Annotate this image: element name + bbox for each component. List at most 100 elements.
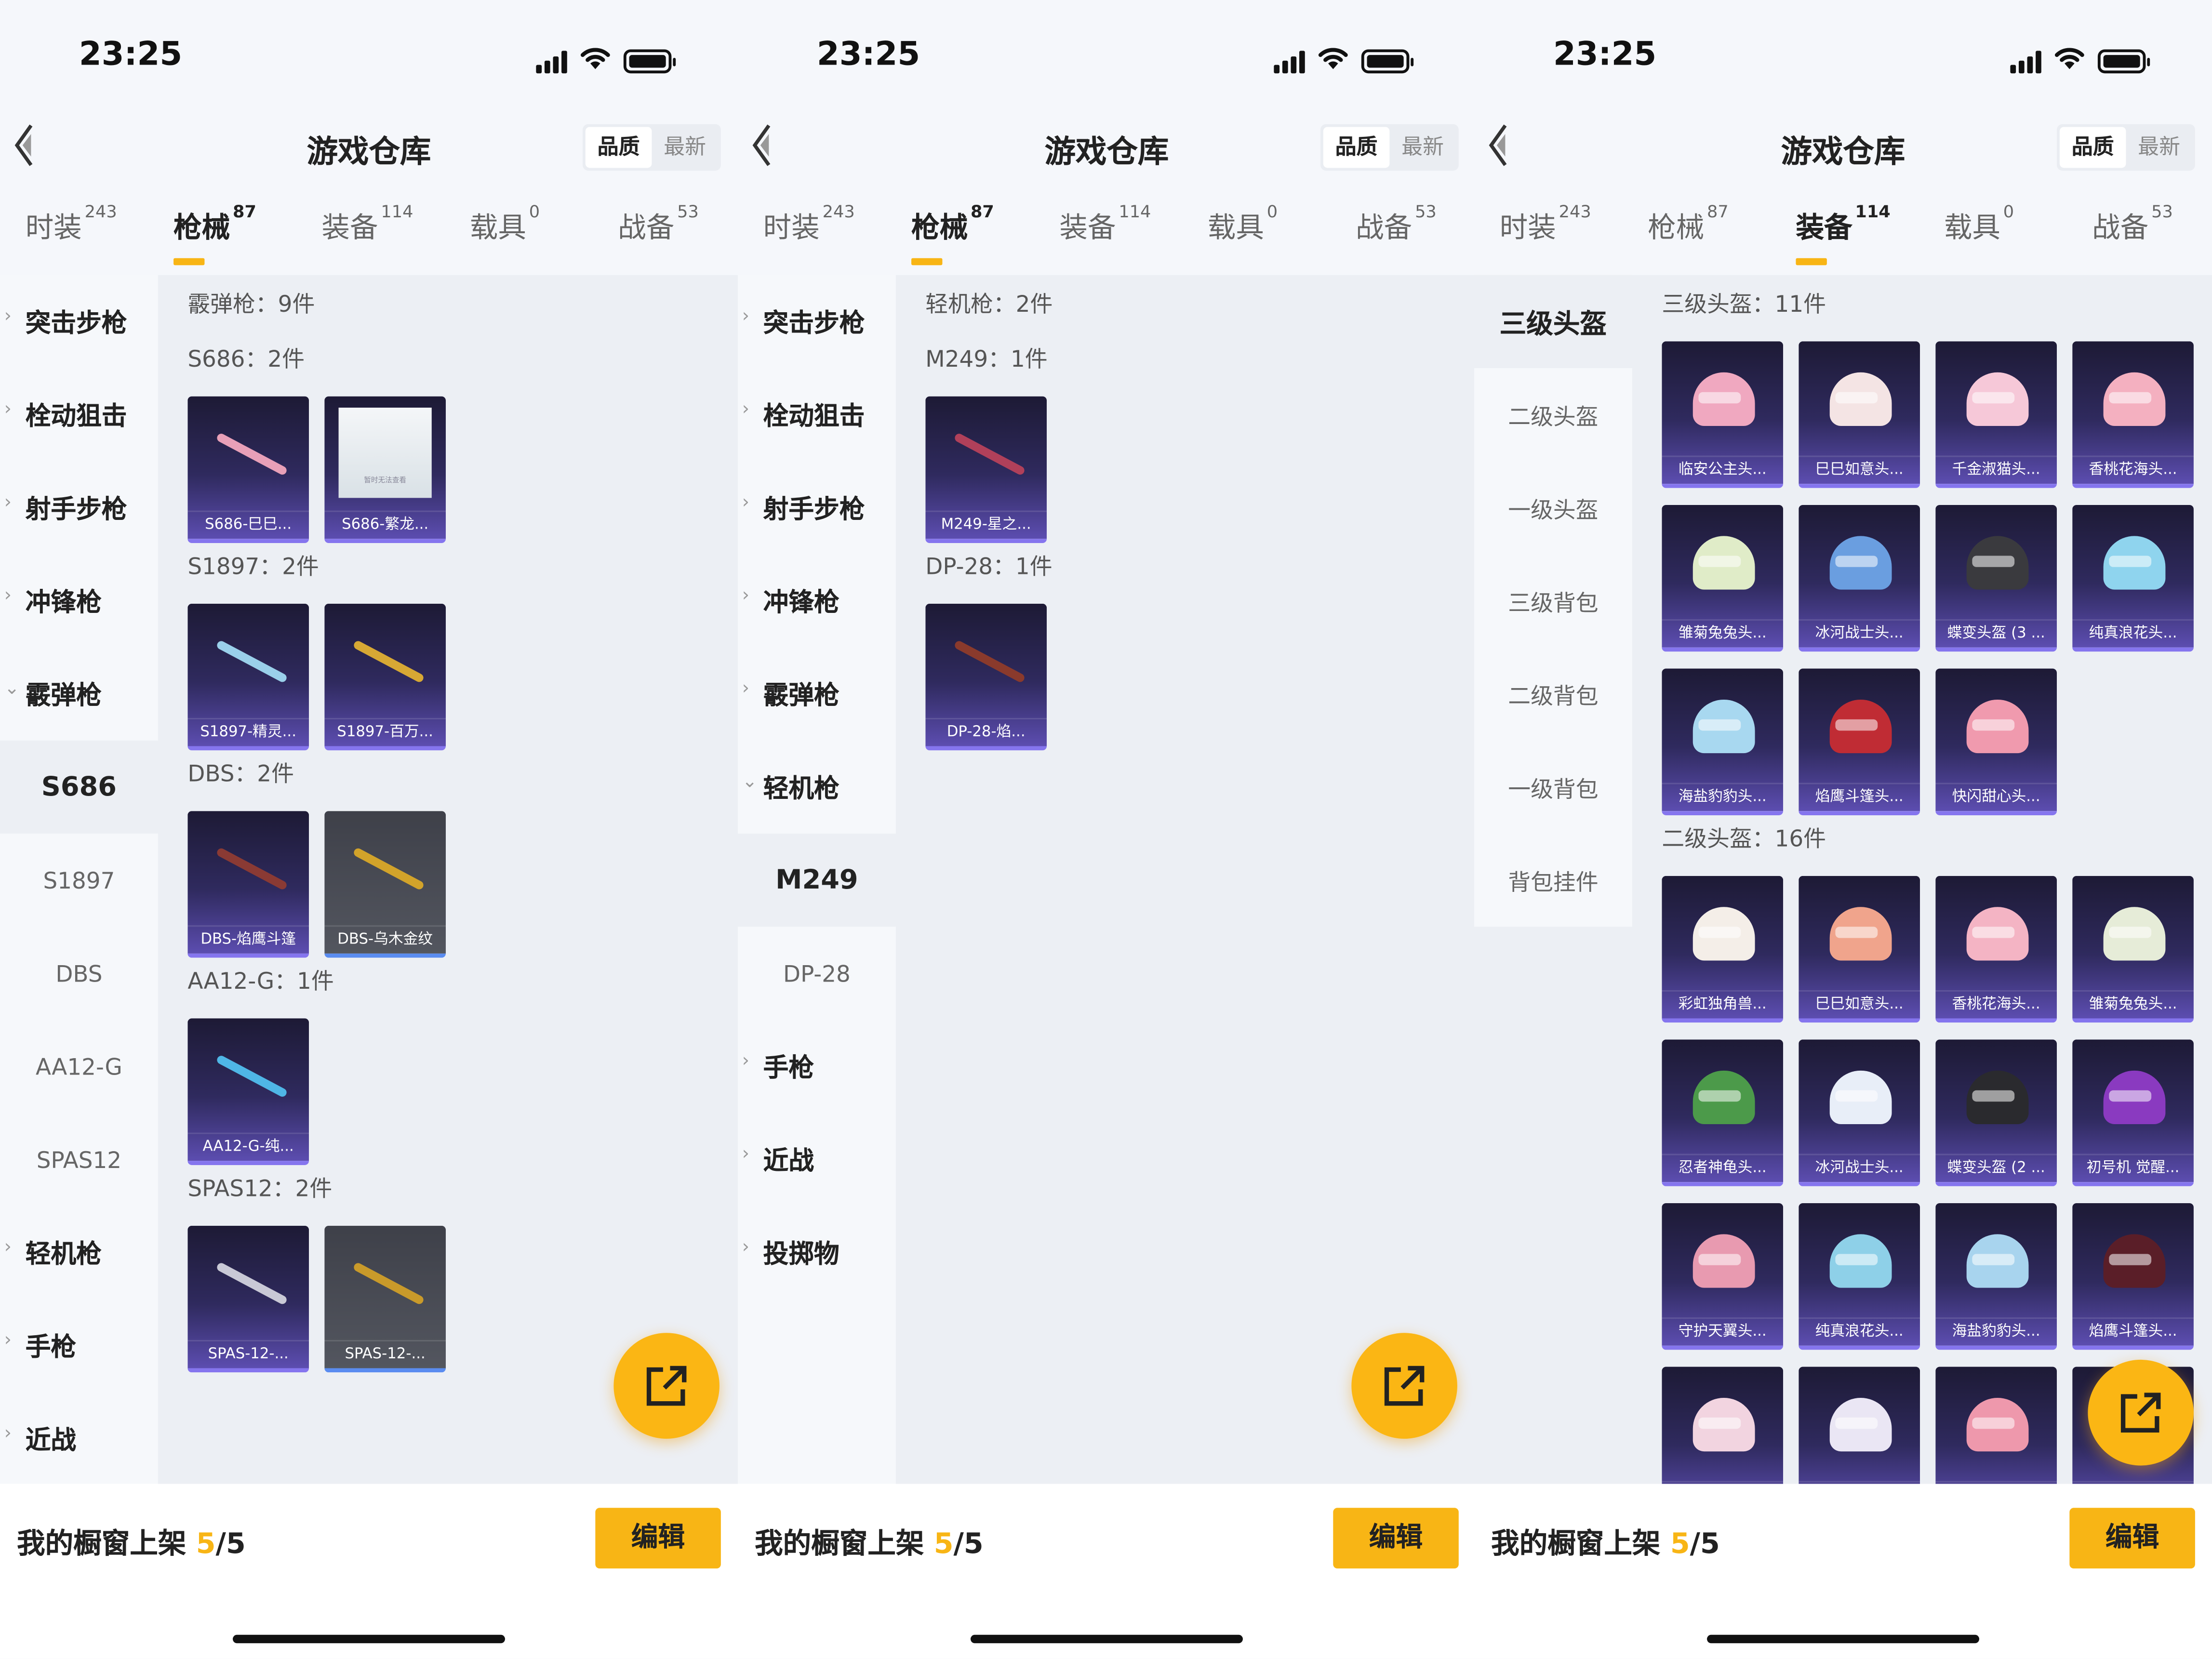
item-card[interactable]: 雏菊兔兔头... <box>2072 876 2194 1023</box>
share-button[interactable] <box>613 1333 720 1439</box>
item-card[interactable]: S686-巳巳... <box>187 396 309 544</box>
item-card[interactable]: 蝶变头盔 (3 ... <box>1935 504 2057 652</box>
item-card[interactable] <box>1799 1367 1920 1484</box>
item-card[interactable]: 千金淑猫头... <box>1935 341 2057 488</box>
sidebar-item[interactable]: M249 <box>737 834 896 927</box>
sidebar-item[interactable]: 三级头盔 <box>1474 275 1632 369</box>
item-card[interactable]: 焰鹰斗篷头... <box>1799 668 1920 815</box>
sidebar-item[interactable]: ›冲锋枪 <box>738 554 896 647</box>
item-card[interactable]: 雏菊兔兔头... <box>1662 504 1784 652</box>
share-button[interactable] <box>1351 1333 1457 1439</box>
item-card[interactable]: 守护天翼头... <box>1662 1203 1784 1350</box>
sidebar-item[interactable]: ›冲锋枪 <box>0 554 158 647</box>
sidebar-item[interactable]: ›轻机枪 <box>0 1206 158 1299</box>
sidebar-item[interactable]: 一级头盔 <box>1474 461 1632 555</box>
sidebar-item[interactable]: DP-28 <box>738 927 896 1020</box>
sidebar-item[interactable]: ›手枪 <box>738 1020 896 1113</box>
item-card[interactable]: 冰河战士头... <box>1799 504 1920 652</box>
edit-button[interactable]: 编辑 <box>1333 1508 1459 1569</box>
sidebar-item[interactable]: ›栓动狙击 <box>0 368 158 461</box>
item-card[interactable]: 海盐豹豹头... <box>1935 1203 2057 1350</box>
item-card[interactable]: 快闪甜心头... <box>1935 668 2057 815</box>
sort-toggle[interactable]: 品质最新 <box>582 124 721 171</box>
sidebar-item[interactable]: ›霰弹枪 <box>738 648 896 741</box>
sidebar-item[interactable]: S1897 <box>0 834 158 927</box>
sidebar-item[interactable]: 背包挂件 <box>1474 834 1632 927</box>
sort-option-quality[interactable]: 品质 <box>2059 127 2126 168</box>
sort-option-latest[interactable]: 最新 <box>1401 134 1444 159</box>
sort-option-quality[interactable]: 品质 <box>585 127 652 168</box>
share-button[interactable] <box>2088 1359 2194 1466</box>
edit-button[interactable]: 编辑 <box>595 1508 721 1569</box>
item-card[interactable]: 巳巳如意头... <box>1799 876 1920 1023</box>
item-card[interactable]: 焰鹰斗篷头... <box>2072 1203 2194 1350</box>
back-button[interactable] <box>11 121 53 172</box>
sidebar-item[interactable]: ›近战 <box>0 1392 158 1485</box>
item-card[interactable]: 纯真浪花头... <box>1799 1203 1920 1350</box>
sidebar-item[interactable]: ›射手步枪 <box>0 461 158 554</box>
sort-option-quality[interactable]: 品质 <box>1323 127 1390 168</box>
item-card[interactable]: 临安公主头... <box>1662 341 1784 488</box>
sidebar-item[interactable]: ›突击步枪 <box>738 275 896 368</box>
item-card[interactable]: S1897-精灵... <box>187 603 309 751</box>
item-card[interactable]: 蝶变头盔 (2 ... <box>1935 1039 2057 1186</box>
sidebar-item[interactable]: ›投掷物 <box>738 1206 896 1299</box>
sidebar-item[interactable]: S686 <box>0 740 158 834</box>
item-card[interactable]: SPAS-12-... <box>324 1225 446 1373</box>
sidebar-item[interactable]: 一级背包 <box>1474 740 1632 834</box>
sidebar-item[interactable]: ›栓动狙击 <box>738 368 896 461</box>
back-button[interactable] <box>1485 121 1528 172</box>
sidebar-item[interactable]: ⌄霰弹枪 <box>0 648 158 741</box>
back-button[interactable] <box>749 121 791 172</box>
item-card[interactable]: SPAS-12-... <box>187 1225 309 1373</box>
item-card[interactable]: 忍者神龟头... <box>1662 1039 1784 1186</box>
item-card[interactable]: 香桃花海头... <box>2072 341 2194 488</box>
sidebar-item[interactable]: ⌄轻机枪 <box>738 741 896 834</box>
sidebar-item[interactable]: DBS <box>0 927 158 1020</box>
item-card[interactable]: M249-星之... <box>925 396 1047 544</box>
sidebar-item[interactable]: ›射手步枪 <box>738 461 896 554</box>
item-card[interactable]: 巳巳如意头... <box>1799 341 1920 488</box>
sort-option-latest[interactable]: 最新 <box>664 134 706 159</box>
item-card[interactable] <box>1662 1367 1784 1484</box>
item-card[interactable]: DBS-乌木金纹 <box>324 811 446 958</box>
item-card[interactable]: 初号机 觉醒... <box>2072 1039 2194 1186</box>
item-card[interactable]: 冰河战士头... <box>1799 1039 1920 1186</box>
sidebar-item[interactable]: AA12-G <box>0 1020 158 1113</box>
sidebar-item[interactable]: 二级背包 <box>1474 647 1632 741</box>
item-card[interactable] <box>1935 1367 2057 1484</box>
sort-toggle[interactable]: 品质最新 <box>1320 124 1459 171</box>
sidebar-item[interactable]: 三级背包 <box>1474 554 1632 648</box>
sidebar-item[interactable]: 二级头盔 <box>1474 368 1632 462</box>
item-card[interactable]: DBS-焰鹰斗篷 <box>187 811 309 958</box>
item-card[interactable]: S1897-百万... <box>324 603 446 751</box>
item-card[interactable]: 纯真浪花头... <box>2072 504 2194 652</box>
sidebar-item[interactable]: ›手枪 <box>0 1299 158 1392</box>
sidebar-item[interactable]: SPAS12 <box>0 1113 158 1206</box>
item-card[interactable]: AA12-G-纯... <box>187 1018 309 1165</box>
item-card[interactable]: 香桃花海头... <box>1935 876 2057 1023</box>
item-card[interactable]: 彩虹独角兽... <box>1662 876 1784 1023</box>
sort-toggle[interactable]: 品质最新 <box>2057 124 2195 171</box>
item-card[interactable]: DP-28-焰... <box>925 603 1047 751</box>
item-card[interactable]: 海盐豹豹头... <box>1662 668 1784 815</box>
sidebar-item[interactable]: ›突击步枪 <box>0 275 158 368</box>
sort-option-latest[interactable]: 最新 <box>2138 134 2181 159</box>
sidebar-item[interactable]: ›近战 <box>738 1113 896 1206</box>
